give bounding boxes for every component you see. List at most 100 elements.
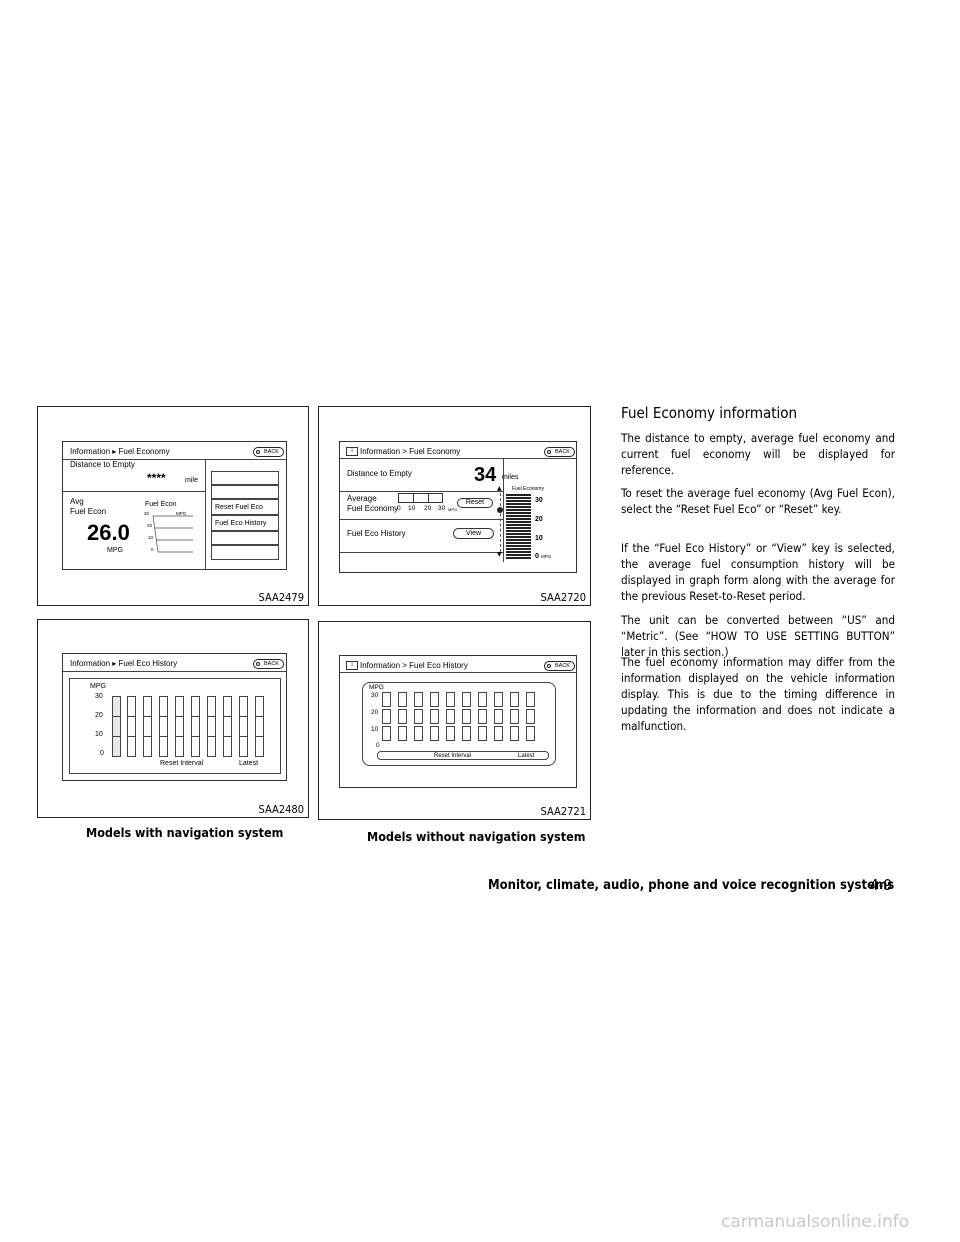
history-bar — [191, 696, 200, 757]
avg-label: Average — [347, 494, 377, 503]
screen-title: Information > Fuel Economy — [360, 447, 461, 456]
chapter-title: Monitor, climate, audio, phone and voice… — [488, 878, 895, 893]
history-cell — [494, 726, 503, 741]
back-button[interactable]: BACK — [544, 447, 575, 457]
menu-empty-3 — [211, 531, 279, 545]
y-tick: 20 — [371, 709, 379, 716]
history-cell — [446, 692, 455, 707]
gauge-title: Fuel Economy — [512, 486, 544, 492]
history-chart: MPG 30 20 10 0 Reset Interval Latest — [69, 678, 281, 774]
avg-value: 26.0 — [87, 520, 130, 545]
figure-fuel-eco-history-no-nav: i Information > Fuel Eco History BACK MP… — [318, 621, 591, 820]
scale-tick: 20 — [424, 505, 432, 512]
gauge-bars — [506, 494, 531, 560]
nav-screen: Information ▸ Fuel Economy BACK Distance… — [62, 441, 287, 570]
screen-title: Information ▸ Fuel Eco History — [70, 659, 178, 668]
history-cell — [478, 709, 487, 724]
back-button[interactable]: BACK — [253, 447, 284, 457]
gauge-unit: MPG — [176, 511, 187, 516]
history-bar — [175, 696, 184, 757]
scale-tick: 0 — [397, 505, 401, 512]
paragraph: The unit can be converted between “US” a… — [621, 613, 895, 659]
back-button[interactable]: BACK — [544, 661, 575, 671]
screen-title: Information > Fuel Eco History — [360, 661, 468, 670]
history-bar — [207, 696, 216, 757]
info-icon: i — [346, 447, 358, 456]
y-tick: 0 — [100, 750, 104, 757]
gauge-tick: 20 — [535, 516, 543, 523]
axis-bar: Reset Interval Latest — [377, 751, 549, 760]
scale-unit: MPG — [448, 507, 458, 512]
history-chart: MPG 30 20 10 0 Reset Interval Latest — [362, 682, 556, 766]
gauge-tick: 20 — [147, 523, 153, 528]
reset-button[interactable]: Reset — [457, 498, 493, 508]
history-cell — [414, 709, 423, 724]
history-cell — [430, 709, 439, 724]
history-cell — [382, 709, 391, 724]
back-button[interactable]: BACK — [253, 659, 284, 669]
latest-label: Latest — [239, 760, 259, 767]
menu-label: Reset Fuel Eco — [215, 504, 263, 511]
history-cell — [382, 726, 391, 741]
view-button[interactable]: View — [453, 528, 494, 539]
avg-label-2: Fuel Economy — [347, 504, 399, 513]
y-tick: 10 — [371, 726, 379, 733]
history-cell — [462, 692, 471, 707]
y-axis-title: MPG — [90, 683, 106, 690]
history-cell — [510, 726, 519, 741]
figure-code: SAA2480 — [258, 803, 304, 816]
history-cell — [414, 726, 423, 741]
figure-code: SAA2720 — [540, 591, 586, 604]
gauge-tick: 30 — [535, 497, 543, 504]
latest-label: Latest — [518, 753, 535, 759]
gauge-marker — [497, 507, 503, 513]
nav-screen: Information ▸ Fuel Eco History BACK MPG … — [62, 653, 287, 781]
distance-value: 34 — [474, 464, 497, 486]
distance-label: Distance to Empty — [70, 460, 135, 469]
history-cell — [478, 692, 487, 707]
history-label: Fuel Eco History — [347, 529, 406, 538]
history-bar-total — [112, 696, 121, 757]
screen-title: Information ▸ Fuel Economy — [70, 447, 170, 456]
gauge-tick: 0 — [535, 553, 539, 560]
gauge-tick: 10 — [148, 535, 154, 540]
figure-code: SAA2721 — [540, 805, 586, 818]
y-tick: 0 — [376, 742, 380, 749]
menu-empty-1 — [211, 471, 279, 485]
history-cell — [446, 726, 455, 741]
paragraph: To reset the average fuel economy (Avg F… — [621, 486, 895, 516]
history-bar — [223, 696, 232, 757]
history-cell — [382, 692, 391, 707]
history-cell — [510, 692, 519, 707]
menu-empty-4 — [211, 545, 279, 560]
avg-scale — [398, 493, 443, 503]
y-tick: 30 — [95, 693, 103, 700]
display-screen: i Information > Fuel Eco History BACK MP… — [339, 655, 577, 788]
history-cell — [510, 709, 519, 724]
history-cell — [526, 692, 535, 707]
distance-unit: miles — [502, 474, 519, 481]
avg-unit: MPG — [107, 547, 123, 554]
y-tick: 20 — [95, 712, 103, 719]
scale-tick: 10 — [408, 505, 416, 512]
section-heading: Fuel Economy information — [621, 404, 798, 422]
y-tick: 30 — [371, 692, 379, 699]
gauge-tick: 10 — [535, 535, 543, 542]
distance-unit: mile — [185, 477, 198, 484]
history-cell — [526, 726, 535, 741]
history-cell — [478, 726, 487, 741]
scale-tick: 30 — [438, 505, 446, 512]
avg-label: Avg — [70, 497, 84, 506]
figure-code: SAA2479 — [258, 591, 304, 604]
page-number: 4-9 — [870, 876, 893, 894]
history-bar — [159, 696, 168, 757]
distance-value: **** — [147, 471, 166, 485]
caption-with-nav: Models with navigation system — [86, 825, 284, 840]
menu-reset-fuel-eco[interactable]: Reset Fuel Eco — [211, 499, 279, 515]
menu-fuel-eco-history[interactable]: Fuel Eco History — [211, 515, 279, 531]
avg-label-2: Fuel Econ — [70, 507, 107, 516]
history-grid — [382, 692, 552, 744]
distance-label: Distance to Empty — [347, 469, 412, 478]
history-cell — [398, 709, 407, 724]
y-axis-title: MPG — [369, 684, 384, 691]
